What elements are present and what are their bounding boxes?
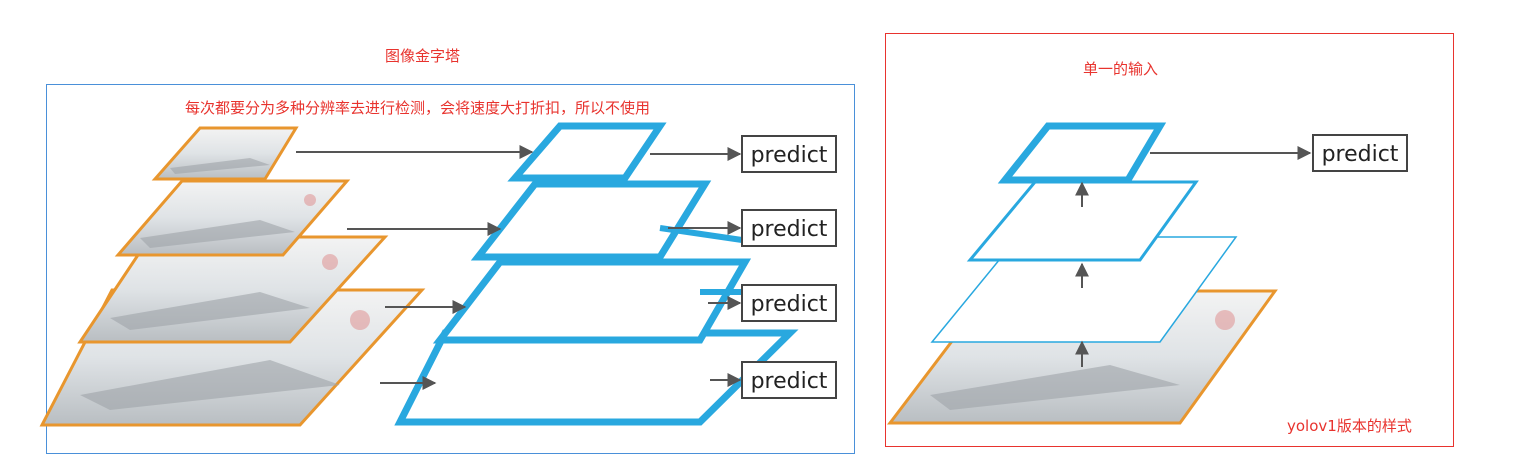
predict-label-2: predict [751, 217, 828, 242]
predict-box-2: predict [741, 209, 837, 247]
image-layer-3 [77, 235, 389, 344]
single-feature-level-1 [997, 122, 1167, 184]
single-predict-label: predict [1322, 142, 1399, 167]
single-input-title: 单一的输入 [1083, 60, 1159, 78]
yolov1-caption: yolov1版本的样式 [1287, 417, 1412, 435]
feature-level-3 [432, 258, 752, 344]
predict-box-4: predict [741, 361, 837, 399]
predict-label-4: predict [751, 369, 828, 394]
predict-box-1: predict [741, 135, 837, 173]
image-layer-1 [151, 126, 299, 181]
single-input-panel [885, 33, 1454, 447]
single-predict-box: predict [1312, 134, 1408, 172]
single-feature-level-2 [966, 180, 1199, 262]
feature-connector-2 [659, 225, 743, 243]
predict-box-3: predict [741, 284, 837, 322]
image-layer-2 [114, 179, 351, 257]
feature-level-4 [394, 329, 799, 426]
feature-level-2 [470, 180, 712, 261]
predict-label-1: predict [751, 143, 828, 168]
single-feature-level-3 [930, 236, 1238, 343]
image-pyramid-subtitle: 每次都要分为多种分辨率去进行检测，会将速度大打折扣，所以不使用 [185, 99, 651, 117]
image-pyramid-panel [46, 84, 855, 454]
predict-label-3: predict [751, 292, 828, 317]
image-pyramid-title: 图像金字塔 [385, 47, 461, 65]
feature-level-1 [507, 122, 667, 182]
